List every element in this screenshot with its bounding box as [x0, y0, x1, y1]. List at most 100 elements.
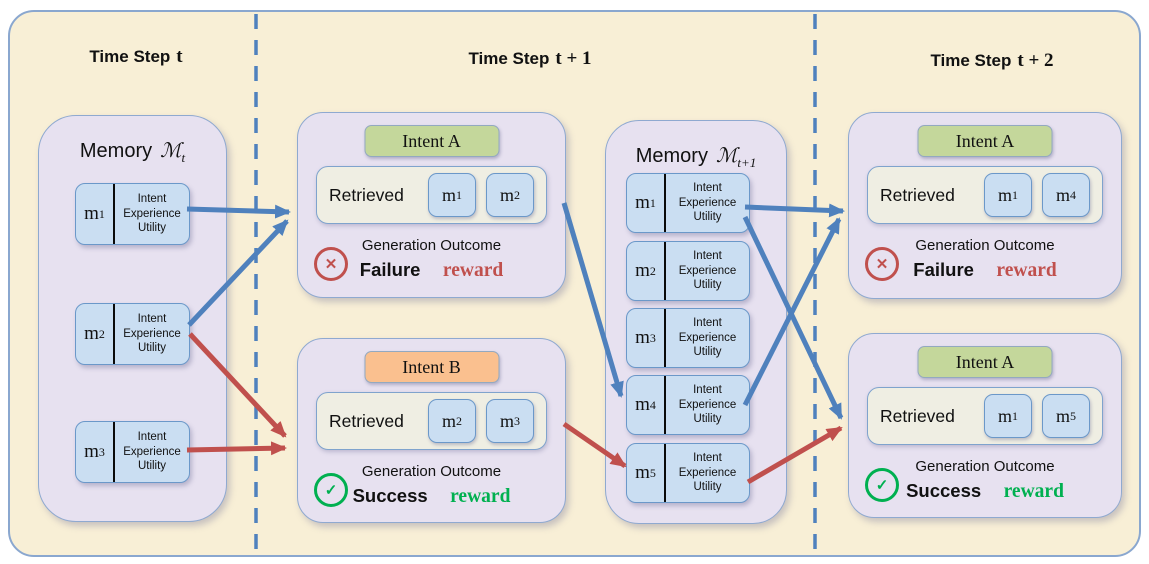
cross-glyph: ✕	[875, 256, 889, 273]
generation-outcome-label: Generation Outcome	[361, 463, 502, 480]
field-utility: Utility	[693, 279, 722, 292]
field-experience: Experience	[123, 207, 181, 220]
cell-sub: 1	[98, 206, 105, 221]
cell-base: m	[441, 184, 456, 205]
reward-text: reward	[450, 486, 511, 507]
failure-icon: ✕	[314, 247, 348, 281]
memory-cell-fields: Intent Experience Utility	[666, 376, 749, 434]
field-intent: Intent	[693, 316, 722, 329]
result-row: Failure reward	[298, 259, 565, 282]
field-experience: Experience	[678, 331, 737, 344]
cell-sub: 5	[649, 465, 656, 480]
result-row: Success reward	[298, 485, 565, 508]
header-math: t + 1	[555, 48, 592, 69]
retrieved-label: Retrieved	[880, 184, 955, 205]
memory-title-prefix: Memory	[635, 145, 708, 167]
retrieved-label: Retrieved	[880, 405, 955, 426]
field-utility: Utility	[137, 342, 167, 355]
intent-chip: Intent A	[917, 346, 1053, 378]
cell-sub: 5	[1070, 408, 1076, 423]
result-row: Failure reward	[849, 259, 1121, 282]
header-prefix: Time Step	[468, 49, 550, 68]
header-math: t + 2	[1017, 50, 1054, 71]
cell-sub: 1	[456, 187, 462, 202]
check-glyph: ✓	[324, 482, 338, 499]
cell-base: m	[635, 462, 650, 483]
field-utility: Utility	[693, 211, 722, 224]
memory-cell-fields: Intent Experience Utility	[115, 422, 189, 482]
cross-glyph: ✕	[324, 256, 338, 273]
check-glyph: ✓	[875, 477, 889, 494]
field-intent: Intent	[137, 312, 167, 325]
generation-outcome-label: Generation Outcome	[361, 237, 502, 254]
memory-cell-fields: Intent Experience Utility	[666, 242, 749, 300]
cell-base: m	[441, 410, 456, 431]
header-prefix: Time Step	[89, 47, 171, 66]
cell-sub: 3	[649, 330, 656, 345]
memory-cell-fields: Intent Experience Utility	[666, 444, 749, 502]
field-utility: Utility	[693, 413, 722, 426]
field-intent: Intent	[693, 383, 722, 396]
cell-base: m	[635, 327, 650, 348]
field-intent: Intent	[693, 181, 722, 194]
header-math: t	[176, 46, 183, 67]
outcome-text: Success	[906, 480, 982, 501]
cell-sub: 4	[1070, 187, 1076, 202]
field-intent: Intent	[693, 249, 722, 262]
cell-sub: 4	[649, 397, 656, 412]
memory-title: Memory ℳt+1	[606, 143, 786, 171]
cell-sub: 2	[649, 263, 656, 278]
retrieved-label: Retrieved	[329, 410, 404, 431]
field-intent: Intent	[137, 192, 167, 205]
memory-symbol: ℳt+1	[715, 145, 756, 170]
cell-base: m	[84, 203, 99, 224]
success-icon: ✓	[865, 468, 899, 502]
field-utility: Utility	[137, 460, 167, 473]
cell-sub: 1	[649, 195, 656, 210]
cell-sub: 3	[98, 444, 105, 459]
script-m: ℳ	[715, 145, 738, 167]
cell-sub: 2	[456, 413, 462, 428]
cell-base: m	[997, 184, 1012, 205]
header-prefix: Time Step	[930, 51, 1012, 70]
cell-base: m	[635, 192, 650, 213]
outcome-text: Failure	[359, 259, 421, 280]
field-experience: Experience	[123, 445, 181, 458]
field-utility: Utility	[693, 346, 722, 359]
cell-base: m	[635, 394, 650, 415]
cell-base: m	[1055, 184, 1070, 205]
cell-sub: 2	[98, 326, 105, 341]
memory-title-prefix: Memory	[79, 140, 153, 162]
cell-sub: 2	[514, 187, 520, 202]
generation-outcome-label: Generation Outcome	[915, 458, 1055, 475]
reward-text: reward	[1003, 481, 1064, 502]
memory-cell-fields: Intent Experience Utility	[666, 174, 749, 232]
outcome-text: Failure	[913, 259, 974, 280]
